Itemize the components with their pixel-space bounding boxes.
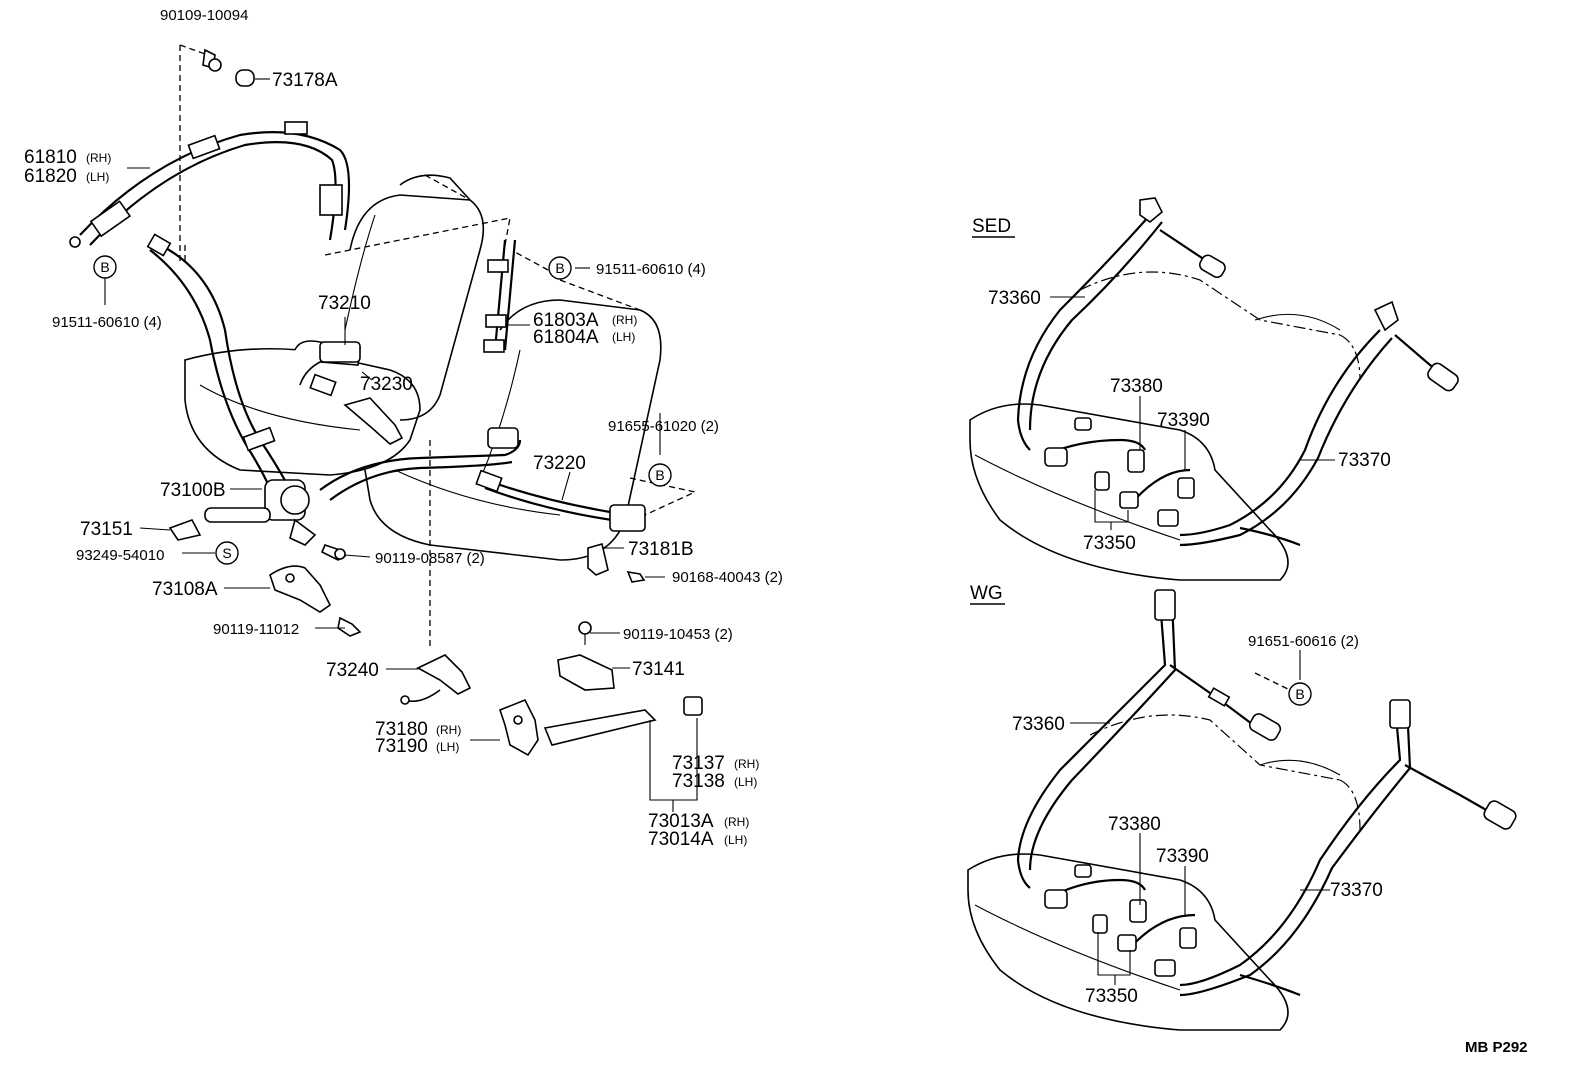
label-90168-40043: 90168-40043 (2): [672, 569, 783, 586]
bracket-73141: [557, 621, 615, 691]
front-leaders: [104, 78, 698, 812]
anchor-plate-73108a: [269, 565, 362, 637]
retractor-73100b: [204, 479, 317, 546]
label-61810: 61810: [24, 147, 77, 168]
svg-text:B: B: [555, 260, 564, 276]
svg-text:B: B: [1295, 686, 1304, 702]
label-90119-10453: 90119-10453 (2): [623, 626, 733, 643]
label-73013a: 73013A: [648, 811, 714, 832]
marker-b-right-top: B: [548, 256, 572, 280]
marker-s: S: [215, 541, 239, 565]
label-61803a: 61803A: [533, 310, 599, 331]
label-93249-54010: 93249-54010: [76, 547, 164, 564]
sed-heading: SED: [972, 216, 1011, 237]
label-73210: 73210: [318, 293, 371, 314]
svg-text:S: S: [222, 545, 231, 561]
anchor-73180: [499, 698, 539, 757]
sed-label-73390: 73390: [1157, 410, 1210, 431]
marker-b-left: B: [93, 255, 117, 279]
label-73108a: 73108A: [152, 579, 218, 600]
pillar-strip-61803a: [483, 239, 517, 353]
label-73137: 73137: [672, 753, 725, 774]
sed-label-73360: 73360: [988, 288, 1041, 309]
bar-73013a: [543, 696, 703, 746]
wg-label-73350: 73350: [1085, 986, 1138, 1007]
wg-rear-seat-drawing: [967, 589, 1517, 1031]
suffix-73180-rh: (RH): [436, 723, 461, 737]
top-bolt: [202, 48, 255, 87]
label-73151: 73151: [80, 519, 133, 540]
label-73138: 73138: [672, 771, 725, 792]
svg-text:B: B: [655, 467, 664, 483]
label-73178a: 73178A: [272, 70, 338, 91]
front-seat-drawing: [184, 174, 662, 561]
label-61820: 61820: [24, 166, 77, 187]
sed-label-73380: 73380: [1110, 376, 1163, 397]
sed-leaders: [972, 236, 1335, 530]
passenger-belt-73220: [319, 427, 646, 532]
suffix-61803a-rh: (RH): [612, 313, 637, 327]
suffix-73137-rh: (RH): [734, 757, 759, 771]
cover-73151: [168, 519, 202, 541]
marker-b-mid: B: [648, 463, 672, 487]
suffix-73138-lh: (LH): [734, 775, 757, 789]
label-73180: 73180: [375, 719, 428, 740]
wg-label-73380: 73380: [1108, 814, 1161, 835]
suffix-61820-lh: (LH): [86, 170, 109, 184]
buckle-73210: [294, 340, 361, 397]
wg-label-73370: 73370: [1330, 880, 1383, 901]
label-73181b: 73181B: [628, 539, 694, 560]
suffix-61804a-lh: (LH): [612, 330, 635, 344]
label-73240: 73240: [326, 660, 379, 681]
suffix-73013a-rh: (RH): [724, 815, 749, 829]
wg-label-73390: 73390: [1156, 846, 1209, 867]
marker-b-wg: B: [1288, 682, 1312, 706]
label-73014a: 73014A: [648, 829, 714, 850]
label-61804a: 61804A: [533, 327, 599, 348]
tongue-73230: [343, 397, 404, 445]
label-90119-11012: 90119-11012: [213, 621, 299, 638]
label-91511-right: 91511-60610 (4): [596, 261, 706, 278]
wg-label-73360: 73360: [1012, 714, 1065, 735]
wg-heading: WG: [970, 583, 1003, 604]
driver-outer-belt: [146, 233, 291, 501]
label-73230: 73230: [360, 374, 413, 395]
svg-text:B: B: [100, 259, 109, 275]
label-91655-61020: 91655-61020 (2): [608, 418, 719, 435]
wg-label-91651-60616: 91651-60616 (2): [1248, 633, 1359, 650]
label-90109-10094: 90109-10094: [160, 7, 248, 24]
bolt-90168: [626, 570, 646, 583]
label-73220: 73220: [533, 453, 586, 474]
label-90119-08587: 90119-08587 (2): [375, 550, 485, 567]
shoulder-anchor-rail: [69, 121, 351, 248]
label-73100b: 73100B: [160, 480, 226, 501]
diagram-code: MB P292: [1465, 1039, 1528, 1056]
sed-label-73350: 73350: [1083, 533, 1136, 554]
guide-73181b: [587, 542, 609, 576]
buckle-73240: [400, 654, 472, 705]
label-91511-left: 91511-60610 (4): [52, 314, 162, 331]
sed-label-73370: 73370: [1338, 450, 1391, 471]
suffix-73190-lh: (LH): [436, 740, 459, 754]
suffix-61810-rh: (RH): [86, 151, 111, 165]
suffix-73014a-lh: (LH): [724, 833, 747, 847]
sed-rear-seat-drawing: [969, 197, 1459, 581]
label-73190: 73190: [375, 736, 428, 757]
wg-leaders: [970, 603, 1330, 985]
label-73141: 73141: [632, 659, 685, 680]
